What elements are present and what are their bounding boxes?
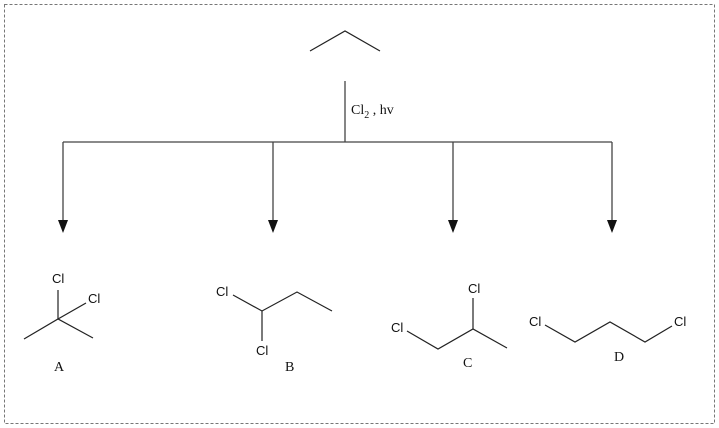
arrow-to-b — [268, 142, 278, 233]
svg-text:Cl: Cl — [256, 343, 268, 358]
product-label: B — [285, 360, 294, 375]
svg-text:Cl: Cl — [216, 284, 228, 299]
arrow-to-d — [607, 142, 617, 233]
reaction-arrows — [58, 81, 617, 233]
svg-text:Cl: Cl — [468, 281, 480, 296]
product-b: Cl Cl B — [216, 284, 333, 375]
dashed-border — [4, 4, 715, 424]
product-label: C — [463, 356, 472, 371]
product-label: A — [54, 360, 65, 375]
product-c: Cl Cl C — [391, 281, 508, 371]
svg-text:Cl: Cl — [52, 271, 64, 286]
product-d: Cl Cl D — [529, 314, 686, 365]
svg-text:Cl: Cl — [529, 314, 541, 329]
reaction-conditions: Cl2 , hv — [351, 103, 394, 121]
svg-text:Cl: Cl — [88, 291, 100, 306]
product-a: Cl Cl A — [23, 271, 100, 375]
arrow-to-a — [58, 142, 68, 233]
svg-text:Cl: Cl — [391, 320, 403, 335]
propane-skeleton — [309, 30, 381, 52]
svg-text:Cl: Cl — [674, 314, 686, 329]
arrow-to-c — [448, 142, 458, 233]
product-label: D — [614, 350, 624, 365]
